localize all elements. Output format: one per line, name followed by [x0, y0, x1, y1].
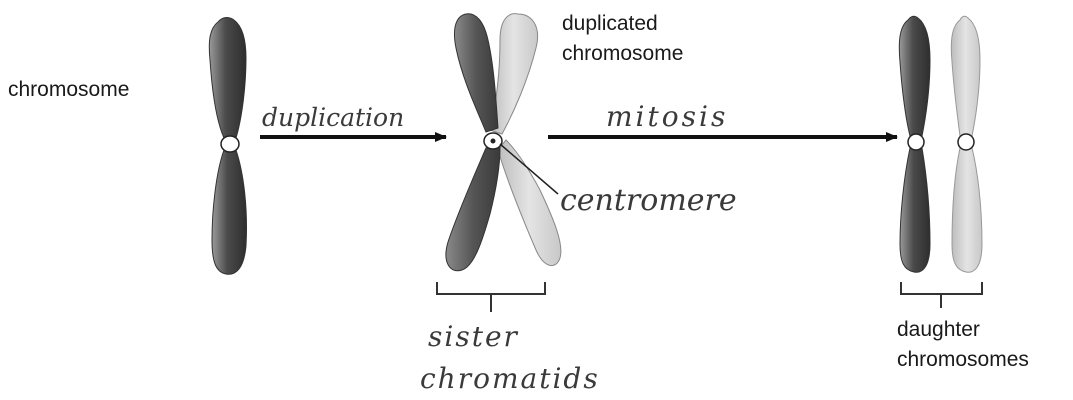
- chromatid-light-lower: [498, 140, 561, 266]
- centromere-dot: [908, 134, 924, 150]
- chromatid-lower-arm: [212, 150, 247, 274]
- daughter-label-line1: daughter: [897, 318, 980, 341]
- chromatid-upper-arm: [951, 16, 980, 136]
- duplicated-chromosome: [446, 14, 561, 271]
- chromatid-dark-upper: [454, 14, 498, 132]
- centromere-dot: [221, 136, 239, 152]
- daughter-chromosome-dark: [899, 16, 930, 272]
- single-chromosome: [209, 18, 246, 275]
- centromere-handwritten-label: centromere: [560, 183, 737, 218]
- centromere-inner-dot: [491, 139, 496, 144]
- chromatid-dark-lower: [446, 148, 500, 271]
- sister-handwritten-label-line2: chromatids: [420, 362, 600, 395]
- duplication-handwritten-label: duplication: [262, 103, 404, 132]
- mitosis-handwritten-label: mitosis: [606, 100, 728, 133]
- chromatid-upper-arm: [209, 18, 246, 138]
- daughter-chromosome-light: [951, 16, 982, 272]
- centromere-dot: [958, 134, 974, 150]
- daughter-label-line2: chromosomes: [897, 348, 1029, 371]
- chromosome-label: chromosome: [8, 78, 129, 101]
- daughter-chromosomes-bracket: [901, 282, 982, 308]
- chromatid-lower-arm: [900, 148, 930, 272]
- duplicated-label-line1: duplicated: [562, 12, 658, 35]
- duplicated-label-line2: chromosome: [562, 42, 683, 65]
- chromatid-lower-arm: [952, 148, 982, 272]
- sister-handwritten-label-line1: sister: [428, 320, 519, 353]
- sister-chromatids-bracket: [437, 282, 545, 312]
- chromatid-upper-arm: [899, 16, 930, 136]
